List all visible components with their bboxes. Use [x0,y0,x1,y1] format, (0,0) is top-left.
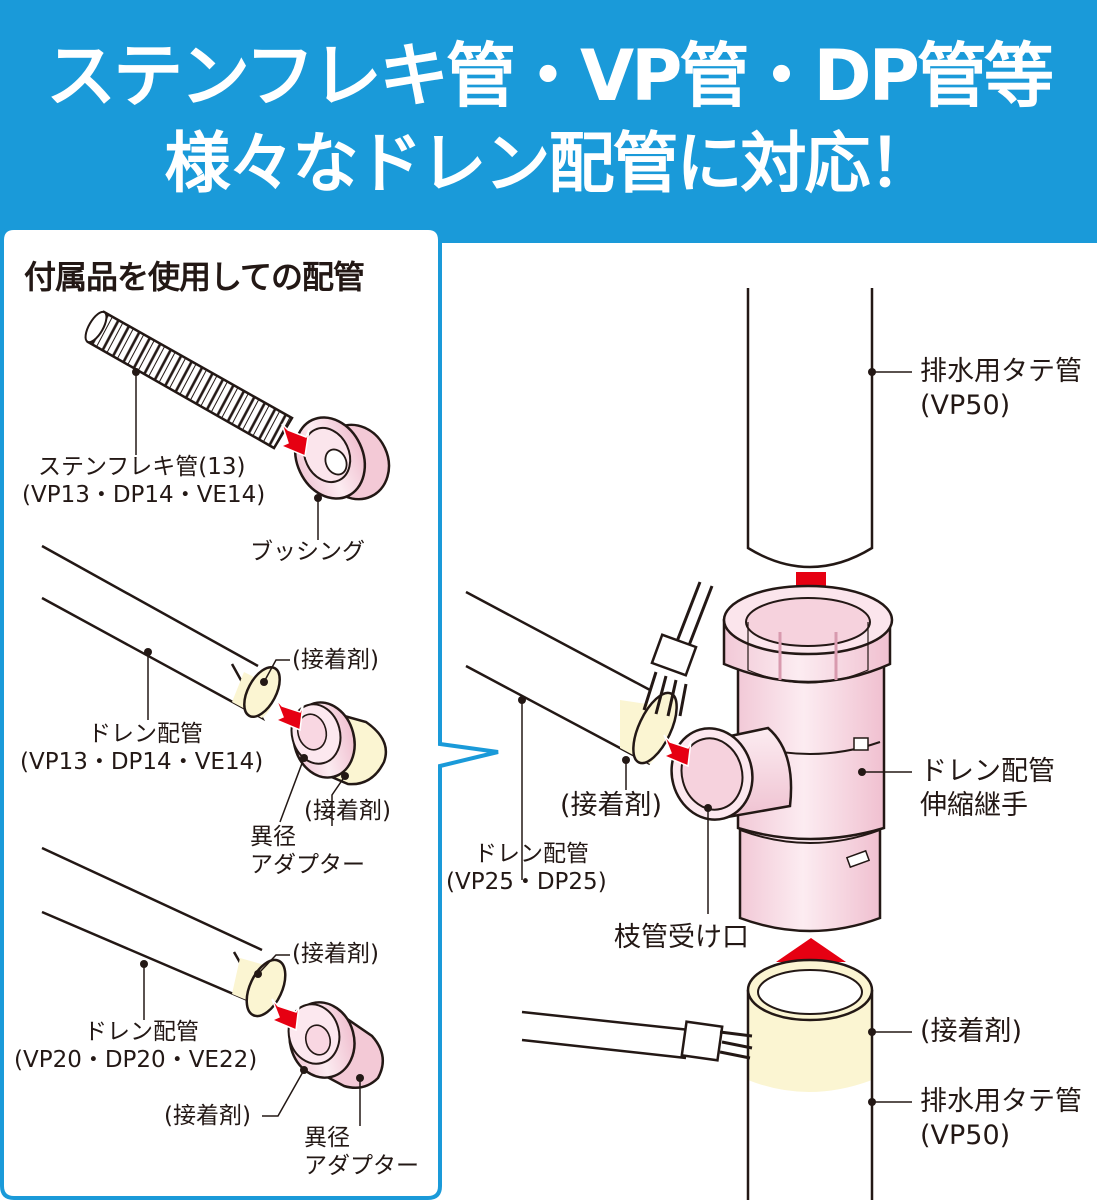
drain-pipe-small [41,544,281,722]
glue-brush-icon [642,581,714,717]
branch-inlet-label: 枝管受け口 [614,922,749,953]
branch-adhesive-label: (接着剤) [560,790,663,821]
expansion-joint [670,584,894,933]
flex-pipe [84,310,294,450]
lower-vertical-pipe [746,958,874,1200]
joint-label: ドレン配管 [920,756,1055,787]
adhesive-label: (接着剤) [164,1103,251,1129]
upper-vertical-pipe [746,288,874,569]
red-arrow-icon [662,734,692,768]
adapter-label: 異径 [304,1125,350,1151]
adapter-label: アダプター [250,852,365,878]
reducer-adapter-small [290,701,388,786]
red-arrow-icon [270,998,300,1032]
joint-label-line-2: 伸縮継手 [920,790,1028,821]
flex-pipe-label: ステンフレキ管(13) [38,454,246,480]
drain-pipe-spec-label: (VP13・DP14・VE14) [20,749,264,775]
red-arrow-icon [279,423,310,458]
adapter-label: アダプター [304,1153,419,1179]
bottom-adhesive-label: (接着剤) [920,1016,1023,1047]
branch-pipe-label: ドレン配管 [474,841,589,867]
drain-pipe-large [41,846,287,1018]
panel-title: 付属品を使用しての配管 [24,258,365,296]
adhesive-label: (接着剤) [292,647,379,673]
headline-line-1: ステンフレキ管・VP管・DP管等 [46,35,1054,117]
branch-drain-pipe [465,590,678,766]
bushing [293,416,391,501]
drain-pipe-label: ドレン配管 [88,721,203,747]
lower-pipe-spec-label: (VP50) [920,1120,1011,1151]
branch-pipe-spec-label: (VP25・DP25) [446,869,607,895]
drain-pipe-spec-label: (VP20・DP20・VE22) [14,1047,258,1073]
upper-pipe-label: 排水用タテ管 [920,356,1082,387]
reducer-adapter-large [287,1001,385,1089]
adapter-label: 異径 [250,824,296,850]
glue-brush-icon [521,1010,753,1062]
drain-pipe-label: ドレン配管 [84,1019,199,1045]
upper-pipe-spec-label: (VP50) [920,390,1011,421]
adhesive-label: (接着剤) [304,798,391,824]
headline-line-2: 様々なドレン配管に対応！ [164,125,935,202]
lower-pipe-label: 排水用タテ管 [920,1086,1082,1117]
flex-pipe-spec-label: (VP13・DP14・VE14) [22,482,266,508]
header-banner: ステンフレキ管・VP管・DP管等 様々なドレン配管に対応！ [0,0,1097,243]
adhesive-label: (接着剤) [292,941,379,967]
red-arrow-icon [274,698,304,732]
bushing-label: ブッシング [250,539,365,565]
